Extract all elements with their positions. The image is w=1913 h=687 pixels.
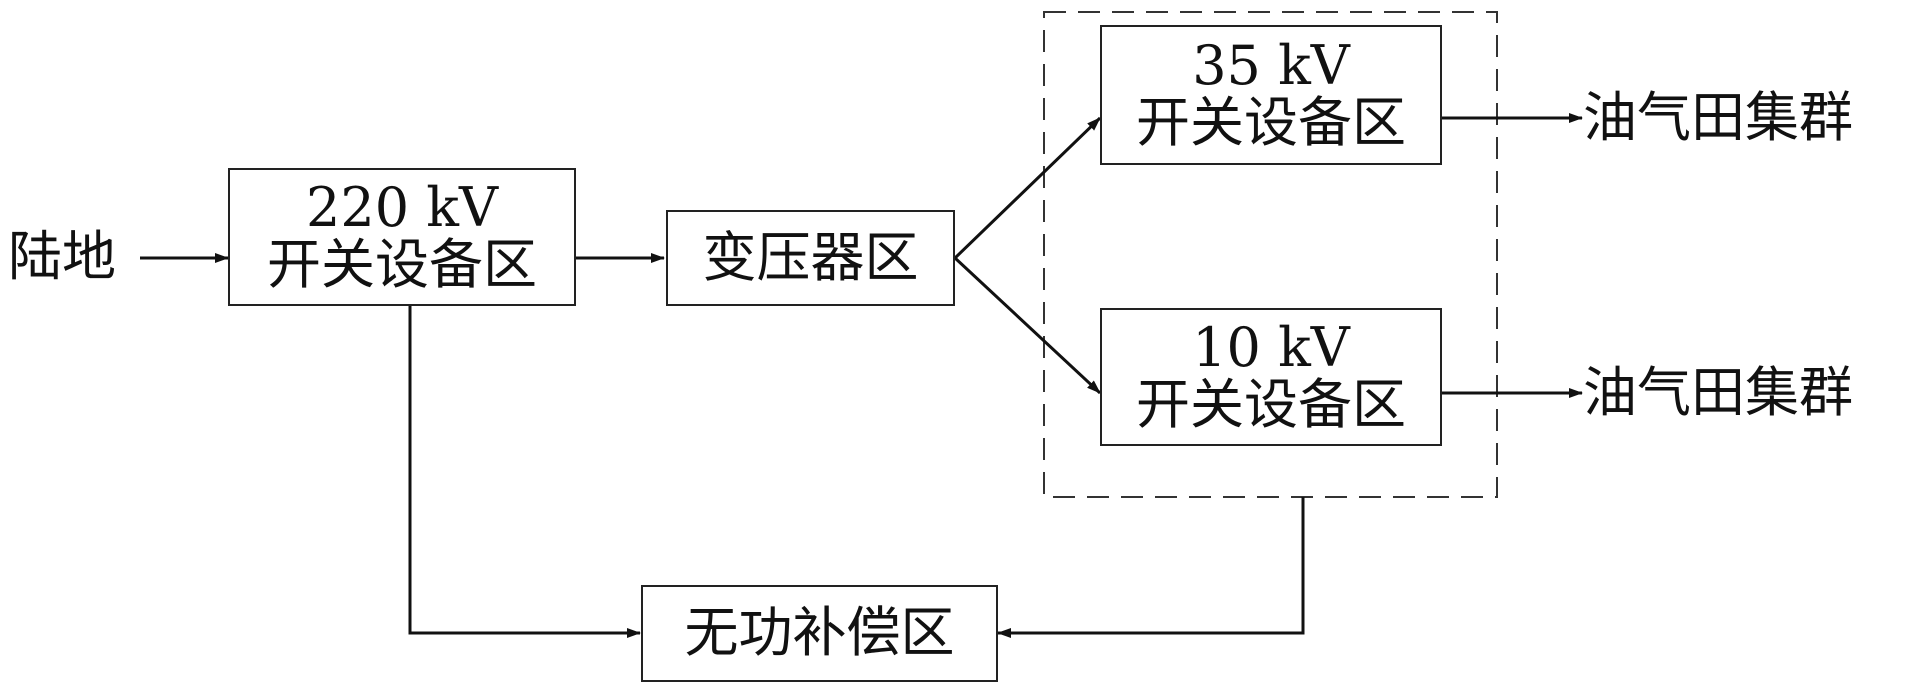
switchgear-10kv-box: 10 kV 开关设备区 bbox=[1100, 308, 1442, 446]
switchgear-220kv-box: 220 kV 开关设备区 bbox=[228, 168, 576, 306]
arrow-220kv-to-reactive bbox=[408, 306, 641, 638]
switchgear-35kv-voltage: 35 kV bbox=[1192, 34, 1350, 98]
arrow-group-to-reactive bbox=[997, 497, 1305, 638]
switchgear-10kv-name: 开关设备区 bbox=[1136, 373, 1406, 436]
medium-voltage-group-boundary bbox=[1043, 11, 1498, 498]
transformer-box: 变压器区 bbox=[666, 210, 955, 306]
arrow-transformer-to-35kv bbox=[953, 116, 1102, 260]
transformer-label: 变压器区 bbox=[702, 225, 919, 289]
switchgear-220kv-voltage: 220 kV bbox=[306, 176, 498, 240]
reactive-compensation-box: 无功补偿区 bbox=[641, 585, 998, 682]
switchgear-220kv-name: 开关设备区 bbox=[267, 233, 537, 296]
switchgear-10kv-voltage: 10 kV bbox=[1192, 316, 1350, 380]
reactive-compensation-label: 无功补偿区 bbox=[684, 601, 955, 665]
arrow-transformer-to-10kv bbox=[953, 256, 1102, 395]
oilfield-cluster-label-1: 油气田集群 bbox=[1583, 86, 1853, 149]
switchgear-35kv-name: 开关设备区 bbox=[1136, 91, 1406, 154]
land-label: 陆地 bbox=[8, 225, 116, 288]
oilfield-cluster-label-2: 油气田集群 bbox=[1583, 361, 1853, 424]
switchgear-35kv-box: 35 kV 开关设备区 bbox=[1100, 25, 1442, 165]
